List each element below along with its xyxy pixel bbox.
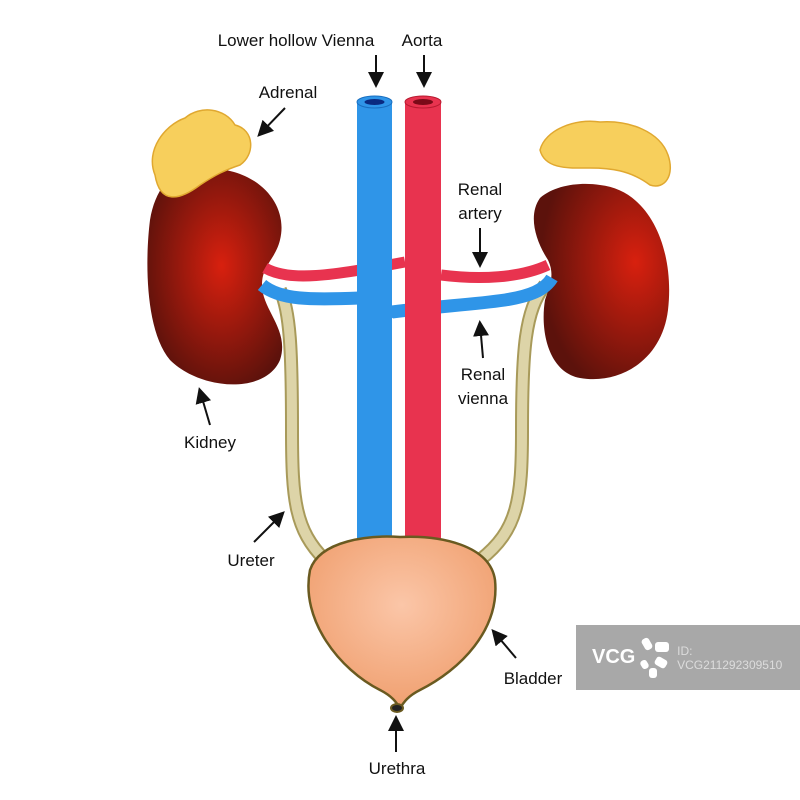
label-bladder: Bladder (504, 669, 563, 688)
watermark-logo: VCG (592, 646, 636, 668)
label-kidney: Kidney (184, 433, 236, 452)
label-renal-artery-line2: artery (458, 204, 502, 223)
label-aorta: Aorta (402, 31, 443, 50)
watermark-star-icon (639, 636, 671, 678)
right-renal-artery (440, 259, 551, 283)
label-adrenal: Adrenal (259, 83, 318, 102)
left-kidney (147, 168, 283, 385)
label-ureter: Ureter (227, 551, 275, 570)
right-kidney (533, 183, 670, 380)
label-renal-vein-line2: vienna (458, 389, 509, 408)
right-adrenal (539, 120, 671, 187)
watermark: VCG ID: VCG211292309510 (576, 625, 800, 690)
urethra-opening (390, 703, 404, 713)
label-renal-artery-line1: Renal (458, 180, 502, 199)
left-adrenal (151, 109, 252, 198)
label-renal-vein-line1: Renal (461, 365, 505, 384)
left-renal-vein (257, 279, 361, 306)
label-vena-cava: Lower hollow Vienna (218, 31, 375, 50)
label-urethra: Urethra (369, 759, 426, 778)
vena-cava (357, 102, 392, 542)
bladder (307, 535, 497, 711)
watermark-id: ID: VCG211292309510 (677, 643, 783, 672)
pointer-arrows (195, 55, 517, 752)
aorta (405, 102, 441, 542)
